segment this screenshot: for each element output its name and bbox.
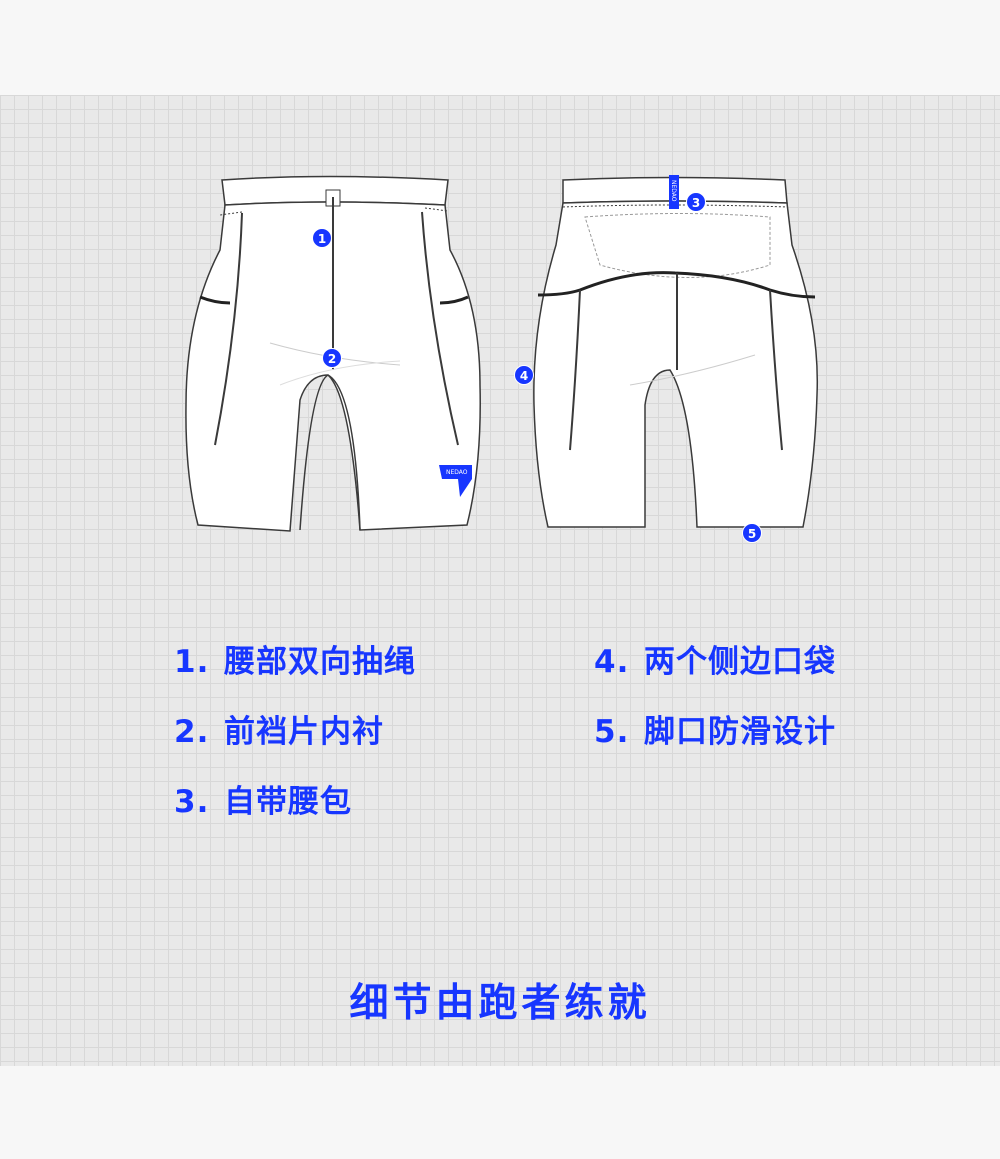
feature-5-label: 脚口防滑设计 <box>644 714 836 750</box>
feature-1: 1. 腰部双向抽绳 <box>174 636 416 681</box>
feature-1-label: 腰部双向抽绳 <box>224 644 416 680</box>
feature-4: 4. 两个侧边口袋 <box>594 636 836 681</box>
brand-logo: NEDAO <box>439 465 472 497</box>
marker-2: 2 <box>322 348 342 368</box>
grid-background <box>0 95 1000 1066</box>
feature-5: 5. 脚口防滑设计 <box>594 706 836 751</box>
brand-tab-text: NEDAO <box>670 180 677 202</box>
marker-1: 1 <box>312 228 332 248</box>
brand-logo-text: NEDAO <box>446 469 468 476</box>
feature-2-num: 2. <box>174 714 210 750</box>
shorts-back-view: NEDAO <box>530 175 830 535</box>
marker-3: 3 <box>686 192 706 212</box>
feature-4-num: 4. <box>594 644 630 680</box>
feature-2: 2. 前裆片内衬 <box>174 706 384 751</box>
shorts-back-drawing: NEDAO <box>533 175 819 528</box>
tagline: 细节由跑者练就 <box>349 981 651 1026</box>
feature-3-label: 自带腰包 <box>224 784 352 820</box>
marker-4: 4 <box>514 365 534 385</box>
marker-5: 5 <box>742 523 762 543</box>
feature-3: 3. 自带腰包 <box>174 776 352 821</box>
feature-3-num: 3. <box>174 784 210 820</box>
feature-2-label: 前裆片内衬 <box>224 714 384 750</box>
feature-5-num: 5. <box>594 714 630 750</box>
brand-tab <box>669 175 679 209</box>
feature-1-num: 1. <box>174 644 210 680</box>
feature-4-label: 两个侧边口袋 <box>644 644 836 680</box>
